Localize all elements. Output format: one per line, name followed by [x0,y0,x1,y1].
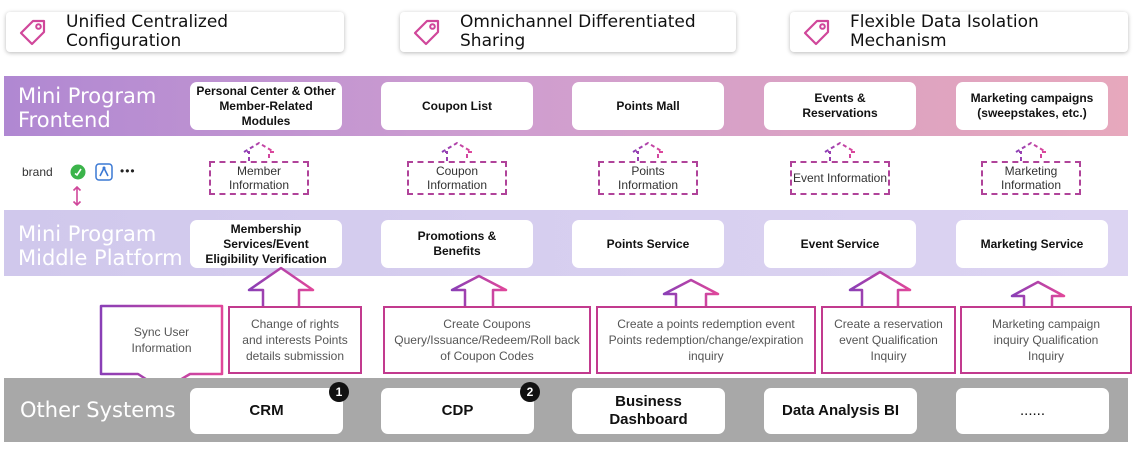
info-arrow-2 [438,141,476,161]
info-box: Event Information [790,161,890,195]
middle-service: Promotions & Benefits [381,220,533,268]
info-box: Points Information [598,161,698,195]
interface-arrow-5 [1010,280,1066,306]
interface-arrow-2 [450,274,508,306]
tag-icon [18,17,48,47]
middle-service: Marketing Service [956,220,1108,268]
more-icon: ••• [120,164,136,178]
frontend-module: Marketing campaigns (sweepstakes, etc.) [956,82,1108,130]
interface-box: Create a reservation event Qualification… [821,306,956,374]
info-arrow-5 [1012,141,1050,161]
system-box: CRM [190,388,343,434]
brand-green-icon [70,164,86,180]
interface-arrow-4 [848,270,912,306]
system-box: Business Dashboard [572,388,725,434]
middle-layer-title: Mini Program Middle Platform [18,222,183,270]
system-box: CDP [381,388,534,434]
tag-icon [412,17,442,47]
info-box: Coupon Information [407,161,507,195]
frontend-module: Points Mall [572,82,724,130]
middle-service: Points Service [572,220,724,268]
interface-label: Marketing campaign inquiry Qualification… [991,317,1101,363]
middle-service: Event Service [764,220,916,268]
feature-pill-1: Unified Centralized Configuration [6,12,344,52]
system-box: Data Analysis BI [764,388,917,434]
interface-label: Create a points redemption event Points … [608,317,804,363]
feature-label: Flexible Data Isolation Mechanism [850,12,1039,51]
other-systems-title: Other Systems [20,398,176,422]
info-arrow-1 [240,141,278,161]
brand-label: brand [22,165,53,179]
number-badge: 2 [520,382,540,402]
number-badge: 1 [329,382,349,402]
frontend-layer-title: Mini Program Frontend [18,84,157,132]
feature-pill-3: Flexible Data Isolation Mechanism [790,12,1128,52]
info-box: Member Information [209,161,309,195]
interface-label: Create a reservation event Qualification… [834,317,943,363]
feature-pill-2: Omnichannel Differentiated Sharing [400,12,736,52]
interface-box: Marketing campaign inquiry Qualification… [960,306,1132,374]
frontend-module: Events & Reservations [764,82,916,130]
feature-label: Omnichannel Differentiated Sharing [460,12,696,51]
interface-box: Change of rights and interests Points de… [228,306,362,374]
interface-label: Create Coupons Query/Issuance/Redeem/Rol… [394,317,580,363]
info-arrow-3 [629,141,667,161]
interface-box: Create Coupons Query/Issuance/Redeem/Rol… [383,306,591,374]
middle-service: Membership Services/Event Eligibility Ve… [190,220,342,268]
frontend-module: Coupon List [381,82,533,130]
tag-icon [802,17,832,47]
brand-blue-icon [95,163,113,181]
vertical-arrow-icon [72,185,82,207]
system-box: ...... [956,388,1109,434]
info-arrow-4 [821,141,859,161]
info-box: Marketing Information [981,161,1081,195]
interface-label: Change of rights and interests Points de… [242,317,348,363]
interface-label: Sync User Information [131,325,192,355]
sync-user-box: Sync User Information [102,308,221,372]
interface-arrow-3 [662,278,720,306]
interface-box: Create a points redemption event Points … [596,306,816,374]
frontend-module: Personal Center & Other Member-Related M… [190,82,342,130]
feature-label: Unified Centralized Configuration [66,12,229,51]
